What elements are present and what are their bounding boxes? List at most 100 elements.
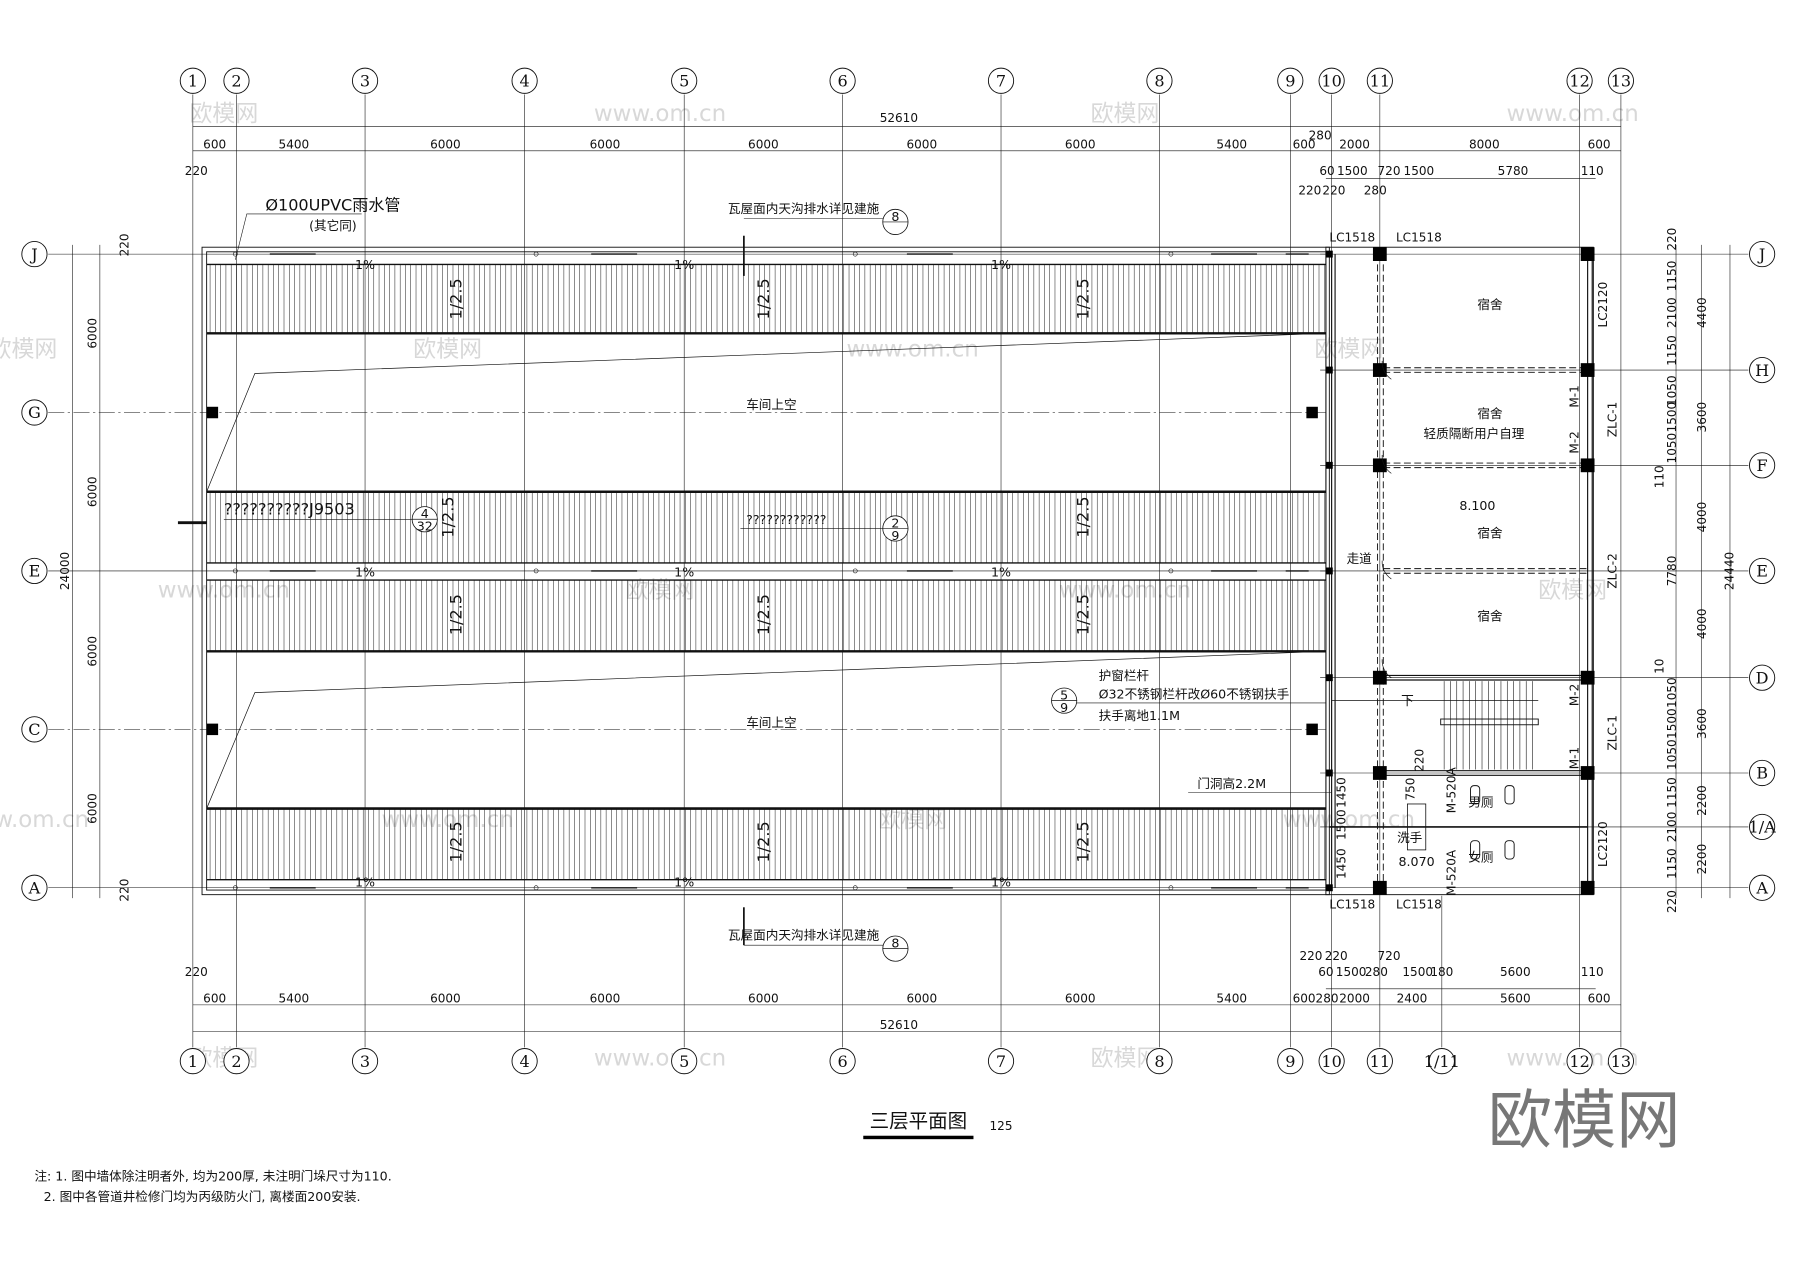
dim-bottom-2: 180 xyxy=(1430,965,1453,979)
dim-top: 6000 xyxy=(590,137,621,151)
dim-right: 1500 xyxy=(1665,708,1679,739)
drain-outlet xyxy=(232,568,238,574)
dim-bottom-3: 5600 xyxy=(1500,992,1531,1006)
column-small xyxy=(1325,366,1333,374)
axis-col-top-label: 1 xyxy=(188,71,198,90)
watermark-text: 欧模网 xyxy=(1314,336,1383,362)
axis-row-left-label: C xyxy=(28,720,40,739)
column xyxy=(1580,247,1595,261)
axis-row-right-bubble xyxy=(1749,813,1776,841)
axis-col-bottom-bubble xyxy=(1607,1048,1635,1075)
column xyxy=(1306,723,1318,736)
toilet-fixture xyxy=(1470,785,1481,805)
dim-bottom-1: 220 xyxy=(1325,949,1348,963)
room-label: 轻质隔断用户自理 xyxy=(1424,426,1525,441)
slope-label: 1% xyxy=(674,257,694,272)
pitch-label: 1/2.5 xyxy=(754,594,773,635)
column xyxy=(1372,247,1387,261)
dim-bottom-2: 5600 xyxy=(1500,965,1531,979)
dim-top: 5400 xyxy=(1216,137,1247,151)
dim-bottom-3: 6000 xyxy=(748,992,779,1006)
drain-outlet xyxy=(1168,251,1174,257)
dim-right-total: 24440 xyxy=(1722,552,1736,590)
dim-top: 8000 xyxy=(1469,137,1500,151)
axis-row-right-label: H xyxy=(1755,361,1769,380)
watermark-text: www.om.cn xyxy=(594,1046,726,1072)
dim-top: 6000 xyxy=(906,137,937,151)
pitch-label: 1/2.5 xyxy=(446,821,465,862)
watermark-text: 欧模网 xyxy=(413,336,482,362)
watermark-text: www.om.cn xyxy=(846,336,978,362)
room-label: 8.070 xyxy=(1399,854,1435,869)
dim-bottom-3: 600 xyxy=(1293,992,1316,1006)
opening-label: M-520A xyxy=(1445,849,1459,896)
title-underline xyxy=(863,1135,974,1140)
opening-label: LC1518 xyxy=(1396,230,1442,244)
watermark-text: 欧模网 xyxy=(1538,577,1607,603)
column xyxy=(1580,880,1595,895)
dim-top: 6000 xyxy=(430,137,461,151)
axis-col-top-label: 13 xyxy=(1611,71,1631,90)
text: 220 xyxy=(185,164,208,178)
dim-top-2: 60 xyxy=(1319,164,1334,178)
dim-top: 600 xyxy=(1293,137,1316,151)
axis-row-right-bubble xyxy=(1749,557,1776,585)
axis-row-left-bubble xyxy=(21,557,48,585)
drain-outlet xyxy=(852,251,858,257)
axis-col-bottom-label: 7 xyxy=(996,1052,1006,1071)
dim-top-2: 1500 xyxy=(1337,164,1368,178)
axis-row-right-label: D xyxy=(1756,668,1769,687)
gutter-note-bottom: 瓦屋面内天沟排水详见建施 xyxy=(728,927,880,942)
downpipe-note-sub: (其它同) xyxy=(309,218,357,233)
detail-ref-rail-number: 5 xyxy=(1060,688,1068,703)
drain-outlet xyxy=(533,885,539,891)
detail-ref-top-number: 8 xyxy=(891,209,899,224)
axis-row-right-label: A xyxy=(1755,879,1768,898)
room-label: 8.100 xyxy=(1459,498,1495,513)
stair-treads xyxy=(1443,681,1533,770)
room-label: 宿舍 xyxy=(1477,406,1503,421)
axis-row-right-bubble xyxy=(1749,241,1776,268)
drain-outlet xyxy=(232,251,238,257)
dim-bottom-3: 5400 xyxy=(1216,992,1247,1006)
slope-label: 1% xyxy=(991,565,1011,580)
axis-col-bottom-label: 5 xyxy=(679,1052,689,1071)
dim-right: 1050 xyxy=(1665,677,1679,708)
dim-right-2: 4000 xyxy=(1695,608,1709,639)
axis-col-bottom-label: 10 xyxy=(1321,1052,1341,1071)
axis-col-top-label: 7 xyxy=(996,71,1006,90)
dim-toilet: 750 xyxy=(1403,778,1417,801)
axis-col-top-label: 5 xyxy=(679,71,689,90)
opening-label: M-1 xyxy=(1567,385,1581,407)
note-2: 2. 图中各管道井检修门均为丙级防火门, 离楼面200安装. xyxy=(44,1189,361,1204)
pitch-label: 1/2.5 xyxy=(754,278,773,319)
drain-outlet xyxy=(533,251,539,257)
axis-col-top-label: 8 xyxy=(1154,71,1164,90)
dim-right: 10 xyxy=(1652,659,1666,674)
detail-ref-bottom-number: 8 xyxy=(891,935,899,950)
dim-bottom-3: 6000 xyxy=(430,992,461,1006)
dim-right-2: 3600 xyxy=(1695,708,1709,739)
pitch-label: 1/2.5 xyxy=(1073,496,1092,537)
opening-label: LC2120 xyxy=(1596,821,1610,867)
dim-right: 1050 xyxy=(1665,433,1679,464)
dim-right-2: 2200 xyxy=(1695,844,1709,875)
pitch-label: 1/2.5 xyxy=(1073,278,1092,319)
dim-bottom-3: 2000 xyxy=(1339,992,1370,1006)
dim-bottom-2: 60 xyxy=(1318,965,1333,979)
room-label: 宿舍 xyxy=(1477,608,1503,623)
dim-top: 2000 xyxy=(1339,137,1370,151)
dim-toilet: 1450 xyxy=(1334,777,1348,808)
dim-right: 2100 xyxy=(1665,297,1679,328)
dim-right: 1500 xyxy=(1665,402,1679,433)
toilet-fixture xyxy=(1504,785,1515,805)
axis-col-top-label: 9 xyxy=(1285,71,1295,90)
dim-top-2: 5780 xyxy=(1498,164,1529,178)
axis-col-bottom-bubble xyxy=(1146,1048,1173,1075)
slope-label: 1% xyxy=(355,875,375,890)
room-label: 男厕 xyxy=(1468,794,1493,809)
slope-label: 1% xyxy=(355,257,375,272)
column-small xyxy=(1325,674,1333,682)
